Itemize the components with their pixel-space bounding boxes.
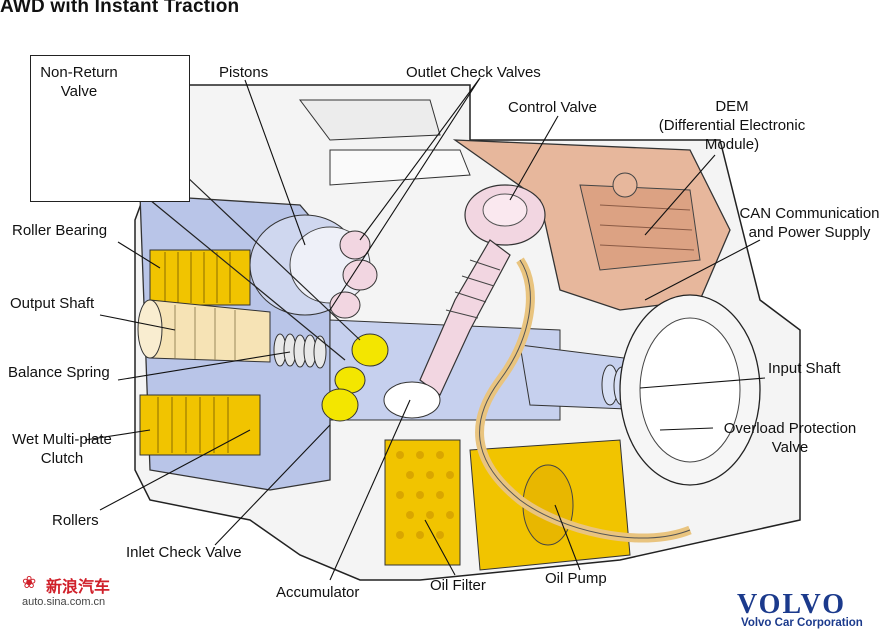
label-line: Wet Multi-plate <box>12 431 112 448</box>
volvo-corp: Volvo Car Corporation <box>741 617 863 629</box>
oil-filter-body <box>384 439 461 566</box>
label-pistons: Pistons <box>219 64 269 81</box>
label-line: and Power Supply <box>748 224 871 241</box>
watermark-brand: 新浪汽车 <box>46 579 111 596</box>
label-line: DEM <box>715 98 749 115</box>
label-control-valve: Control Valve <box>508 99 597 116</box>
label-overload: Overload Protection Valve <box>714 419 866 457</box>
inset-box <box>30 55 190 202</box>
label-line: (Differential Electronic <box>658 117 806 134</box>
label-outlet-check-valves: Outlet Check Valves <box>406 64 541 81</box>
balance-spring <box>273 333 327 369</box>
label-dem: DEM (Differential Electronic Module) <box>649 97 815 154</box>
label-oil-pump: Oil Pump <box>545 570 607 587</box>
yellow-valves <box>321 333 389 422</box>
label-inlet-check-valve: Inlet Check Valve <box>126 544 242 561</box>
label-accumulator: Accumulator <box>276 584 360 601</box>
label-line: Non-Return <box>40 64 118 81</box>
label-output-shaft: Output Shaft <box>10 295 95 312</box>
accumulator <box>419 239 511 396</box>
watermark-url: auto.sina.com.cn <box>22 596 106 608</box>
label-non-return-valve: Non-Return Valve <box>36 63 122 101</box>
label-roller-bearing: Roller Bearing <box>12 222 108 239</box>
label-balance-spring: Balance Spring <box>8 364 110 381</box>
label-line: Valve <box>60 83 98 100</box>
leader-lines <box>84 77 766 581</box>
label-can: CAN Communication and Power Supply <box>733 204 886 242</box>
label-line: Clutch <box>40 450 84 467</box>
pistons <box>329 230 378 319</box>
label-line: Valve <box>771 439 809 456</box>
label-rollers: Rollers <box>52 512 99 529</box>
volvo-logo: VOLVO <box>737 589 846 620</box>
label-line: Module) <box>704 136 760 153</box>
label-line: CAN Communication <box>739 205 880 222</box>
label-oil-filter: Oil Filter <box>430 577 486 594</box>
sina-logo-icon: ❀ <box>22 573 37 592</box>
page-title: AWD with Instant Traction <box>0 0 240 17</box>
label-line: Overload Protection <box>723 420 857 437</box>
label-wet-clutch: Wet Multi-plate Clutch <box>4 430 120 468</box>
label-input-shaft: Input Shaft <box>768 360 841 377</box>
